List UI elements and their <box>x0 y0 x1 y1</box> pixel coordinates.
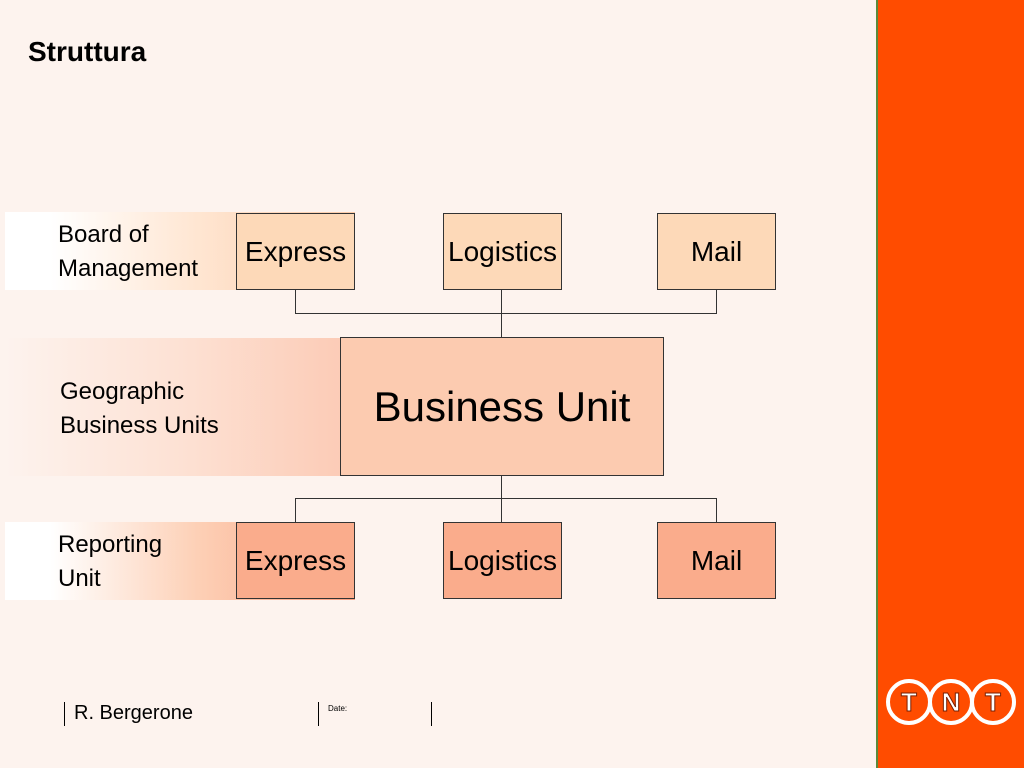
connector-line <box>501 476 502 522</box>
row-label-line: Management <box>58 255 199 282</box>
connector-line <box>716 290 717 313</box>
row-label-line: Board of <box>58 221 149 248</box>
row-label-board: Board of Management <box>58 218 198 286</box>
logo-letter: T <box>985 687 1001 717</box>
row-label-line: Reporting <box>58 531 163 558</box>
footer-author: R. Bergerone <box>74 702 193 724</box>
footer-divider <box>431 702 432 726</box>
row-label-line: Business Units <box>60 412 219 439</box>
box-express-bottom: Express <box>236 522 355 599</box>
box-logistics-bottom: Logistics <box>443 522 562 599</box>
logo-circle-n: N <box>928 679 974 725</box>
tnt-logo: T N T <box>886 679 1016 725</box>
footer-date-label: Date: <box>328 704 348 713</box>
logo-circle-t2: T <box>970 679 1016 725</box>
row-band-geographic <box>5 338 345 476</box>
logo-letter: T <box>901 687 917 717</box>
row-label-line: Geographic <box>60 378 185 405</box>
logo-circle-t1: T <box>886 679 932 725</box>
box-business-unit: Business Unit <box>340 337 664 476</box>
box-mail-top: Mail <box>657 213 776 290</box>
connector-line <box>716 498 717 522</box>
brand-sidebar <box>876 0 1024 768</box>
row-label-line: Unit <box>58 565 101 592</box>
row-label-geographic: Geographic Business Units <box>60 375 219 443</box>
row-label-reporting: Reporting Unit <box>58 528 162 596</box>
page-title: Struttura <box>28 36 147 67</box>
connector-line <box>295 313 717 314</box>
footer-divider <box>64 702 65 726</box>
connector-line <box>295 498 296 522</box>
box-logistics-top: Logistics <box>443 213 562 290</box>
box-express-top: Express <box>236 213 355 290</box>
connector-line <box>295 290 296 313</box>
connector-line <box>295 498 717 499</box>
footer-divider <box>318 702 319 726</box>
box-mail-bottom: Mail <box>657 522 776 599</box>
logo-letter: N <box>942 687 961 717</box>
